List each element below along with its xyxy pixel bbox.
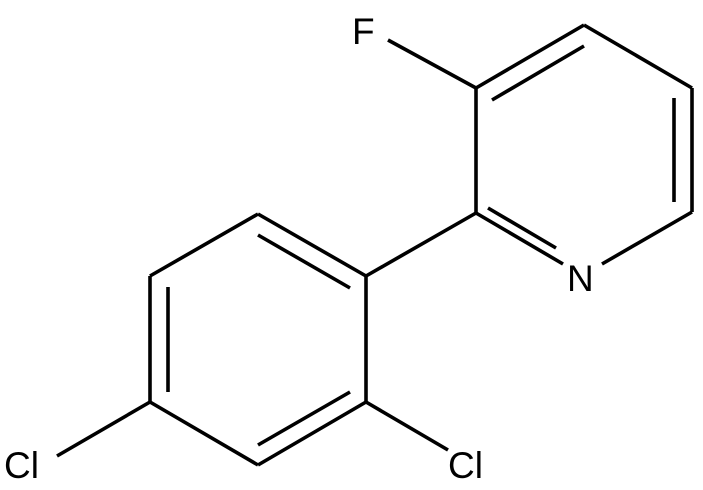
bond-ar-c4-cl xyxy=(56,400,151,458)
atom-label-nitrogen: N xyxy=(567,258,594,299)
bond-biaryl xyxy=(365,211,477,278)
pyridine-ring xyxy=(387,23,694,266)
bond-ar-c2-cl xyxy=(365,400,449,452)
bond-c4-c5 xyxy=(583,23,693,90)
atom-label-chlorine-para: Cl xyxy=(4,445,39,486)
bond-ar-c3-c4 xyxy=(149,400,259,467)
dichlorophenyl-ring xyxy=(56,212,449,467)
atom-label-fluorine: F xyxy=(352,11,375,52)
atom-label-chlorine-ortho: Cl xyxy=(448,445,483,486)
bond-ar-c6-c1 xyxy=(257,212,367,278)
bond-c3-c4-inner xyxy=(491,44,585,102)
bond-c6-n1 xyxy=(601,210,693,266)
bond-n1-c2 xyxy=(475,211,564,266)
bond-n1-c2-inner xyxy=(487,206,557,250)
bond-c3-c4 xyxy=(475,23,585,90)
bond-ar-c5-c6 xyxy=(149,212,259,278)
bond-ar-c2-c3 xyxy=(257,400,367,467)
bond-ar-c2-c3-inner xyxy=(257,390,351,447)
bond-ar-c6-c1-inner xyxy=(257,233,351,290)
bond-c3-f xyxy=(387,38,477,90)
